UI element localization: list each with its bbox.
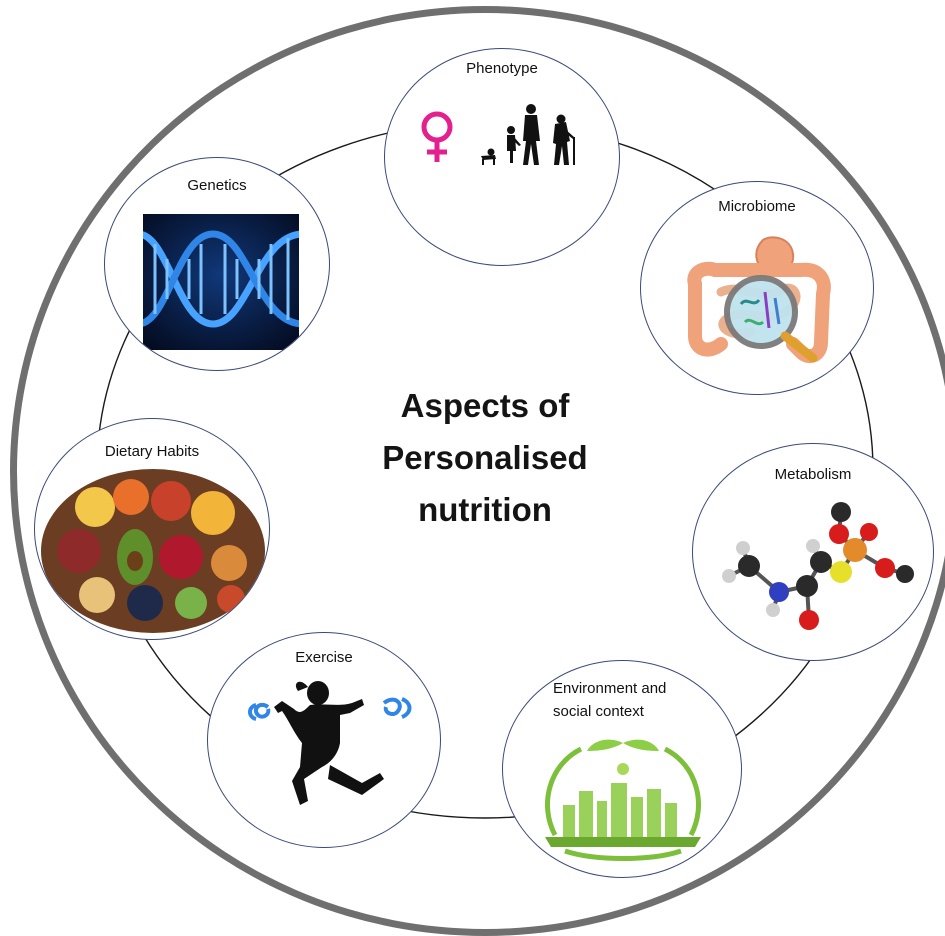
molecule-model-icon — [722, 502, 914, 630]
human-evolution-icon — [481, 104, 575, 165]
node-exercise: Exercise — [207, 632, 441, 848]
node-dietary-habits: Dietary Habits — [34, 418, 270, 640]
node-phenotype: Phenotype — [384, 48, 620, 266]
genetics-label: Genetics — [187, 177, 247, 194]
green-city-icon — [545, 739, 701, 861]
microbiome-label: Microbiome — [718, 198, 796, 215]
dna-helix-icon — [143, 214, 299, 350]
dietary-habits-label: Dietary Habits — [104, 443, 200, 460]
center-title-line2: Personalised — [382, 439, 588, 476]
node-microbiome: Microbiome — [640, 181, 874, 395]
environment-label-line1: Environment and — [553, 680, 667, 697]
phenotype-label: Phenotype — [466, 60, 538, 77]
motion-swirl-icon — [248, 697, 412, 721]
exercise-label: Exercise — [295, 649, 353, 666]
center-title-line3: nutrition — [418, 491, 552, 528]
node-environment: Environment and social context — [502, 660, 742, 878]
healthy-food-icon — [41, 469, 265, 633]
female-symbol-icon — [421, 111, 453, 162]
female-symbol-and-human-evolution-icon — [421, 104, 575, 165]
center-title: Aspects of Personalised nutrition — [330, 380, 640, 536]
running-woman-icon — [248, 681, 412, 805]
gut-magnifier-icon — [687, 236, 831, 364]
environment-label-line2: social context — [553, 703, 644, 720]
node-genetics: Genetics — [104, 157, 330, 371]
center-title-line1: Aspects of — [400, 387, 570, 424]
metabolism-label: Metabolism — [774, 466, 852, 483]
node-metabolism: Metabolism — [692, 443, 934, 661]
